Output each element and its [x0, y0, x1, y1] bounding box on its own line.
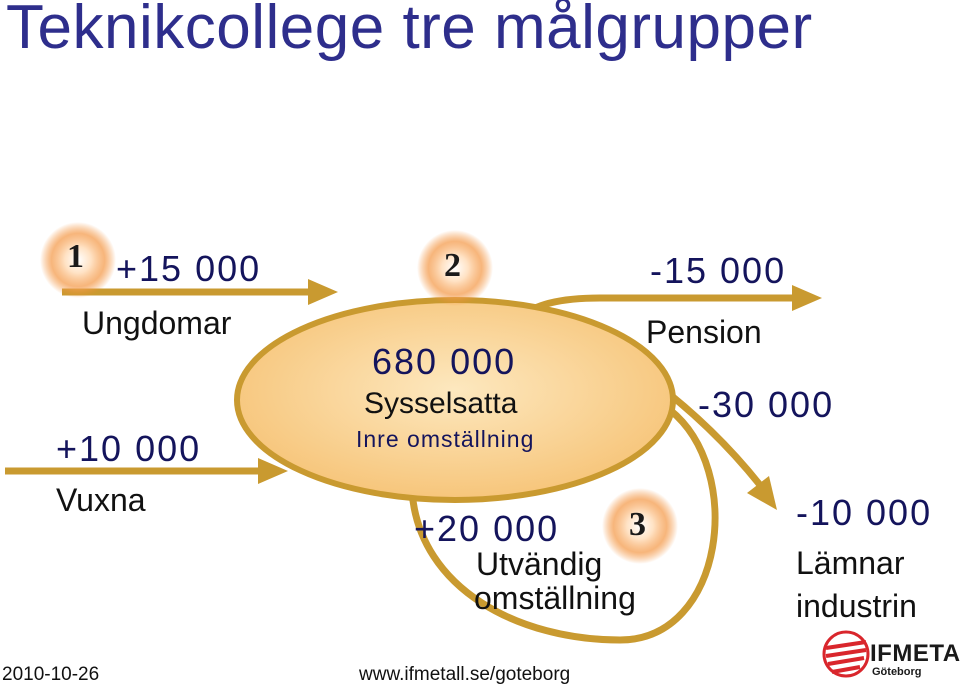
external-label-line1: Utvändig [476, 546, 603, 582]
adults-label: Vuxna [56, 482, 146, 518]
external-label-line2: omställning [474, 580, 636, 616]
center-label: Sysselsatta [364, 387, 518, 420]
footer-url[interactable]: www.ifmetall.se/goteborg [359, 664, 571, 685]
badge-glow-2 [417, 230, 493, 306]
leave-value: -10 000 [796, 492, 933, 533]
outer-value: -30 000 [698, 384, 835, 425]
pension-label: Pension [646, 314, 762, 350]
page-title: Teknikcollege tre målgrupper [6, 0, 813, 62]
youth-label: Ungdomar [82, 305, 232, 341]
logo-name: IFMETALL [870, 640, 960, 667]
youth-arrow [62, 279, 338, 305]
ifmetall-logo-icon [822, 630, 870, 678]
external-value: +20 000 [414, 508, 560, 549]
pension-value: -15 000 [650, 250, 787, 291]
footer-date: 2010-10-26 [2, 664, 100, 685]
center-sublabel: Inre omställning [356, 426, 535, 452]
badge-1: 1 [67, 238, 84, 275]
logo-city: Göteborg [872, 666, 922, 678]
leave-label-line2: industrin [796, 588, 917, 624]
center-value: 680 000 [372, 341, 517, 382]
badge-glow-1 [40, 222, 116, 298]
leave-label-line1: Lämnar [796, 545, 905, 581]
adults-arrow [5, 458, 288, 484]
badge-2: 2 [444, 247, 461, 284]
external-loop [408, 407, 719, 644]
badge-glow-3 [602, 488, 678, 564]
youth-value: +15 000 [116, 248, 262, 289]
adults-value: +10 000 [56, 428, 202, 469]
badge-3: 3 [629, 506, 646, 543]
